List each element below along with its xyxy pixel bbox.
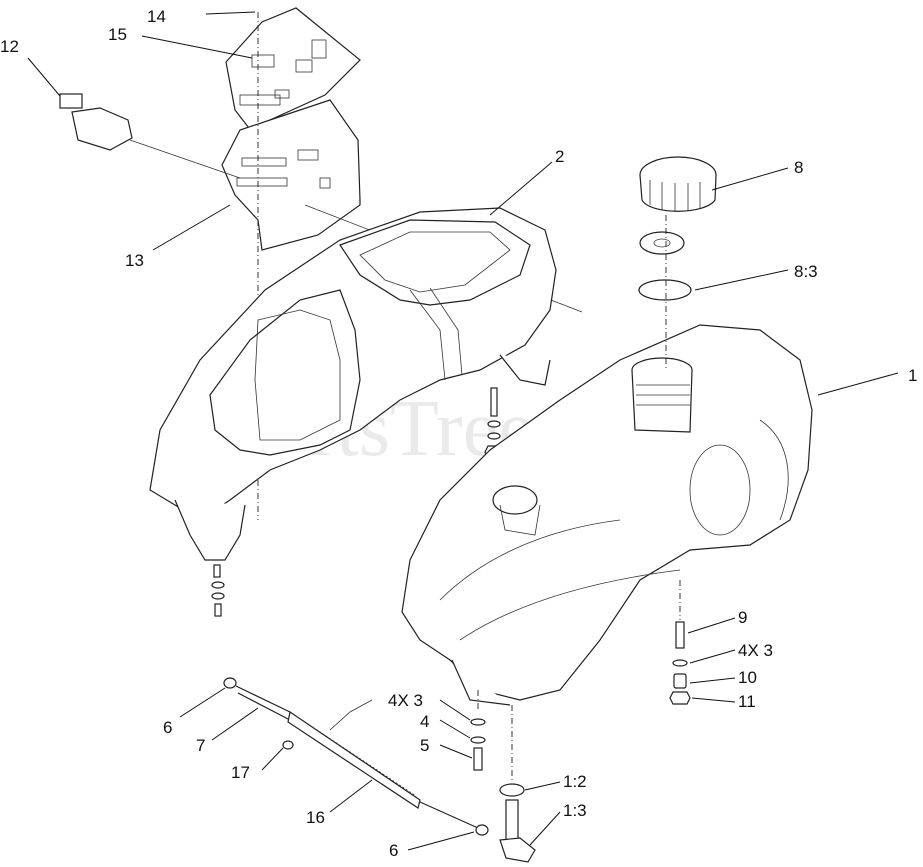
- callout-1: 1: [908, 366, 917, 385]
- fuel-fitting: [499, 705, 536, 863]
- control-plate-assembly: [59, 7, 583, 520]
- callout-6-upper: 6: [163, 718, 172, 737]
- callout-6-lower: 6: [389, 841, 398, 860]
- callout-2: 2: [555, 147, 564, 166]
- bottom-hardware-stack: [470, 690, 486, 771]
- callout-11: 11: [738, 692, 756, 711]
- shutoff-rod-assembly: [223, 677, 489, 836]
- callout-7: 7: [196, 736, 205, 755]
- callout-9: 9: [738, 608, 747, 627]
- callout-1-2: 1:2: [563, 772, 587, 791]
- callout-8: 8: [794, 158, 803, 177]
- callout-1-3: 1:3: [563, 801, 587, 820]
- left-fender-console: [149, 207, 557, 617]
- callout-8-3: 8:3: [794, 262, 818, 281]
- callout-15: 15: [108, 25, 127, 44]
- callout-5: 5: [420, 736, 429, 755]
- callout-13: 13: [125, 251, 144, 270]
- callout-labels: 14 15 12 13 2 8 8:3 1 9 4X 3 10 11 6 7 4…: [0, 7, 917, 860]
- callout-4: 4: [420, 712, 429, 731]
- fuel-tank: [401, 324, 813, 706]
- leader-lines: [27, 11, 899, 851]
- fuel-cap-assembly: [638, 156, 717, 370]
- right-hardware-stack: [669, 580, 691, 705]
- callout-14: 14: [147, 7, 166, 26]
- callout-10: 10: [738, 668, 757, 687]
- callout-16: 16: [306, 808, 325, 827]
- callout-17: 17: [231, 763, 250, 782]
- callout-4x3-right: 4X 3: [738, 641, 773, 660]
- callout-4x3-left: 4X 3: [388, 691, 423, 710]
- callout-12: 12: [0, 37, 19, 56]
